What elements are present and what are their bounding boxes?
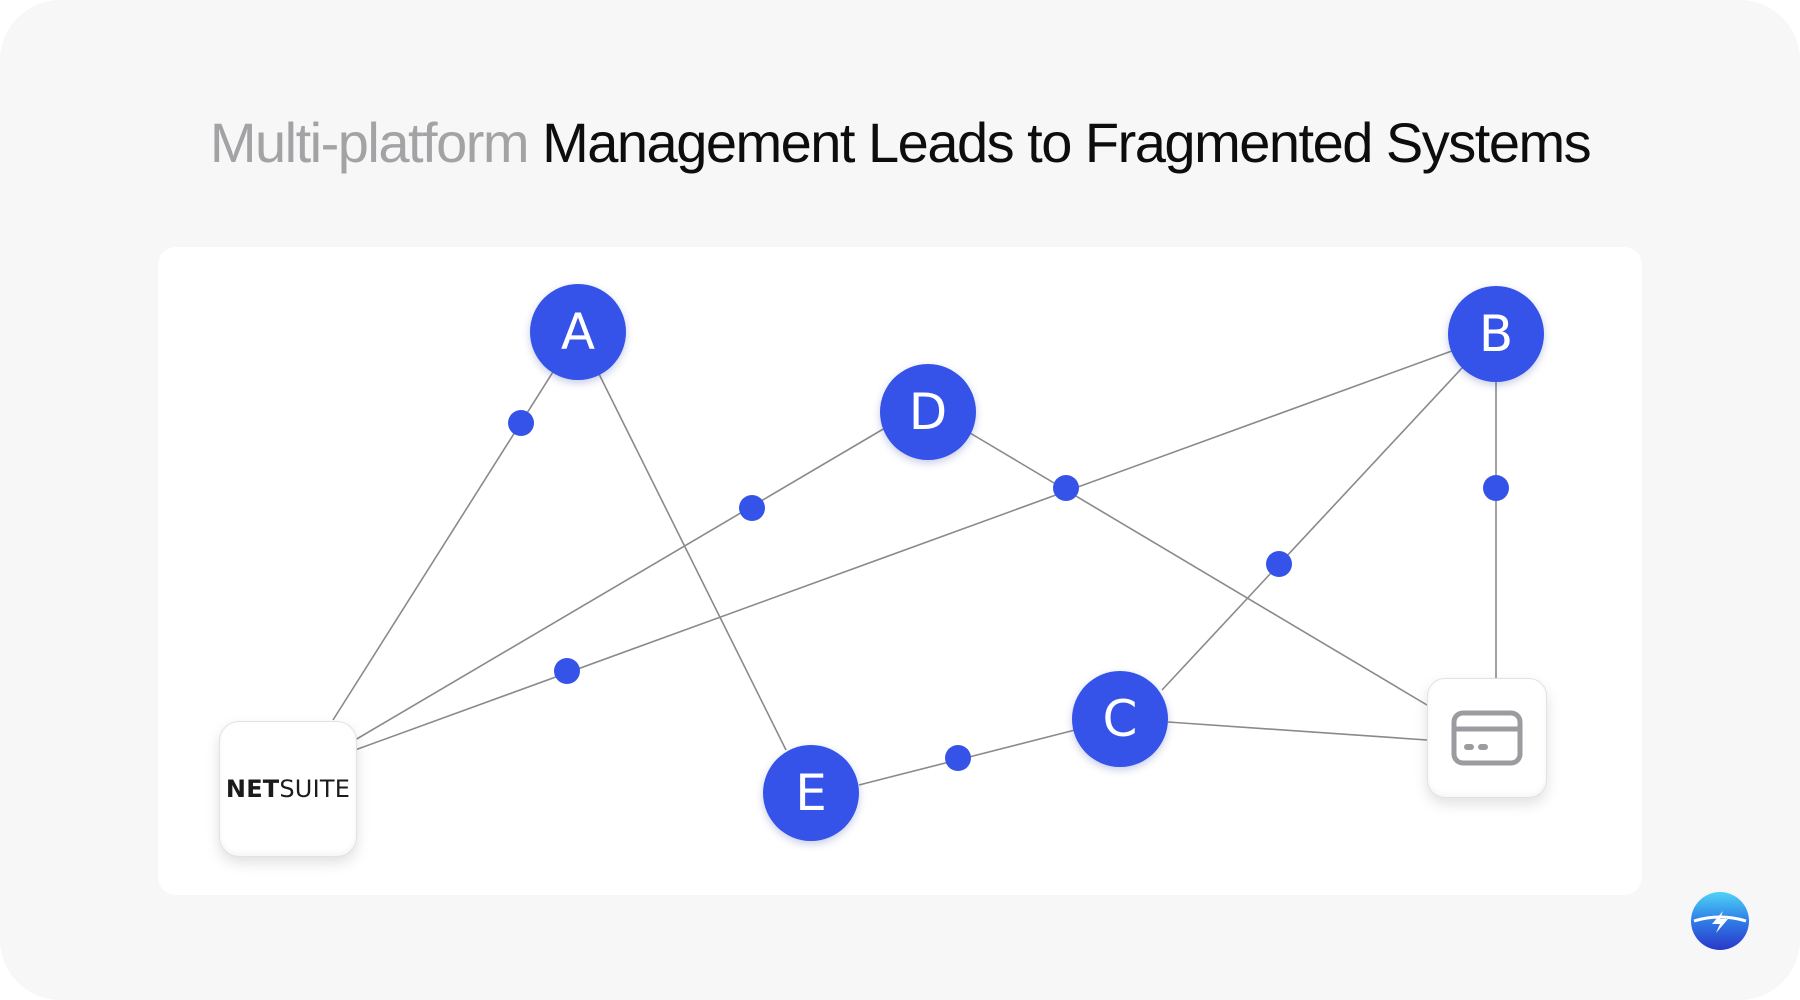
edge-netsuite-d xyxy=(354,427,886,741)
page-title: Multi-platform Management Leads to Fragm… xyxy=(0,110,1800,175)
connector-dot xyxy=(1053,475,1079,501)
node-c: C xyxy=(1072,671,1168,767)
lightning-logo-icon xyxy=(1691,892,1749,950)
payment-tile xyxy=(1427,678,1547,798)
connector-dot xyxy=(739,495,765,521)
node-d: D xyxy=(880,364,976,460)
title-muted: Multi-platform xyxy=(209,111,530,174)
edge-d-card xyxy=(969,432,1428,706)
connector-dot xyxy=(508,410,534,436)
node-e: E xyxy=(763,745,859,841)
connector-dot xyxy=(1483,475,1509,501)
connector-dot xyxy=(554,658,580,684)
connector-dot xyxy=(945,745,971,771)
title-strong: Management Leads to Fragmented Systems xyxy=(542,111,1592,174)
netsuite-tile: NETSUITE xyxy=(219,721,357,857)
diagram-panel xyxy=(158,247,1642,895)
netsuite-logo-bold: NET xyxy=(225,775,280,803)
node-b: B xyxy=(1448,286,1544,382)
netsuite-logo-regular: SUITE xyxy=(279,775,351,803)
node-a: A xyxy=(530,284,626,380)
edge-b-c xyxy=(1161,367,1463,691)
connector-dot xyxy=(1266,551,1292,577)
edge-c-card xyxy=(1167,721,1428,741)
edge-netsuite-b xyxy=(354,347,1461,751)
credit-card-icon xyxy=(1451,710,1523,766)
netsuite-logo: NETSUITE xyxy=(226,775,350,803)
edge-a-e xyxy=(598,373,787,751)
